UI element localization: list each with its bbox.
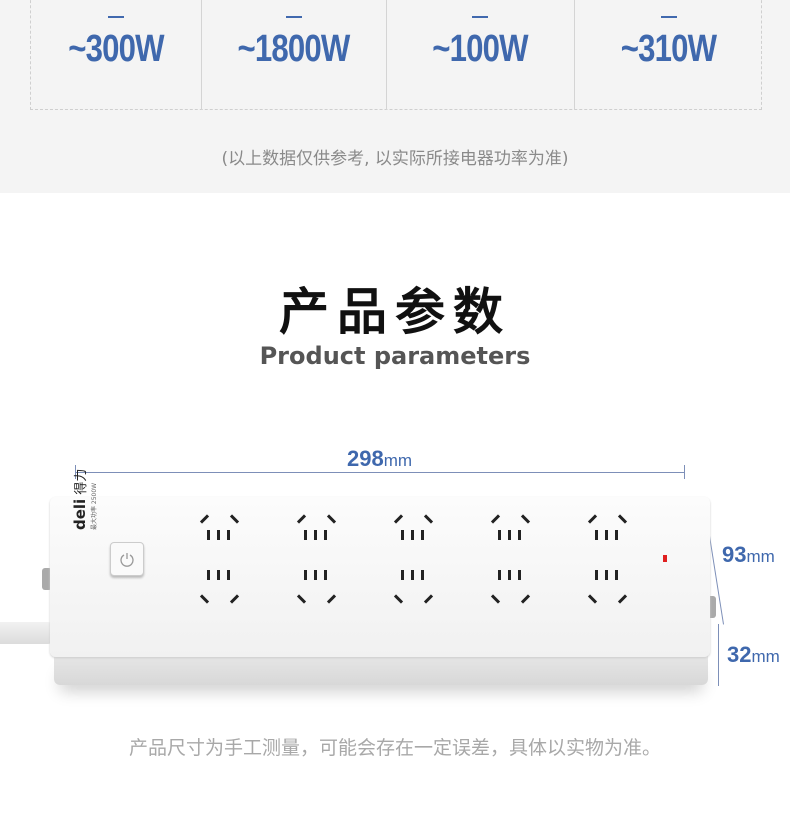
power-value: ~300W [68,28,164,70]
power-table: ~300W ~1800W ~100W ~310W [30,0,762,110]
column-divider [386,0,387,110]
brand-logo: deli 得力最大功率 2500W [71,468,98,530]
power-strip [50,497,710,657]
power-cord [0,622,52,644]
measurement-note: 产品尺寸为手工测量，可能会存在一定误差，具体以实物为准。 [128,737,661,759]
indicator-light [663,555,667,562]
dash-mark [660,16,677,18]
power-column: ~300W [31,0,201,110]
power-column: ~1800W [201,0,386,110]
dimension-tick [75,465,76,479]
depth-label: 32mm [727,642,780,667]
power-switch[interactable] [110,542,144,576]
power-socket [585,570,635,610]
power-socket [294,570,344,610]
power-socket [391,512,441,552]
power-reference-section: ~300W ~1800W ~100W ~310W (以上数据仅供参考, 以实际所… [0,0,790,193]
mount-clip [42,568,52,590]
power-socket [391,570,441,610]
dash-mark [472,16,488,18]
power-value: ~100W [432,28,528,70]
power-value: ~1800W [237,28,350,70]
power-socket [488,570,538,610]
power-column: ~100W [386,0,574,110]
power-socket [197,512,247,552]
power-socket [585,512,635,552]
section-title: 产品参数 [279,283,511,341]
dash-mark [285,16,302,18]
height-label: 93mm [722,542,775,567]
power-note: (以上数据仅供参考, 以实际所接电器功率为准) [221,149,569,169]
section-subtitle: Product parameters [259,342,531,370]
length-label: 298mm [347,446,413,471]
column-divider [574,0,575,110]
power-socket [197,570,247,610]
power-value: ~310W [620,28,717,70]
mount-clip [706,596,716,618]
power-socket [294,512,344,552]
strip-base [54,655,708,685]
power-column: ~310W [574,0,763,110]
power-icon [120,553,134,567]
dash-mark [108,16,124,18]
power-socket [488,512,538,552]
depth-dimension-line [718,624,719,686]
column-divider [201,0,202,110]
dimension-tick [684,465,685,479]
length-dimension-line [75,472,685,473]
